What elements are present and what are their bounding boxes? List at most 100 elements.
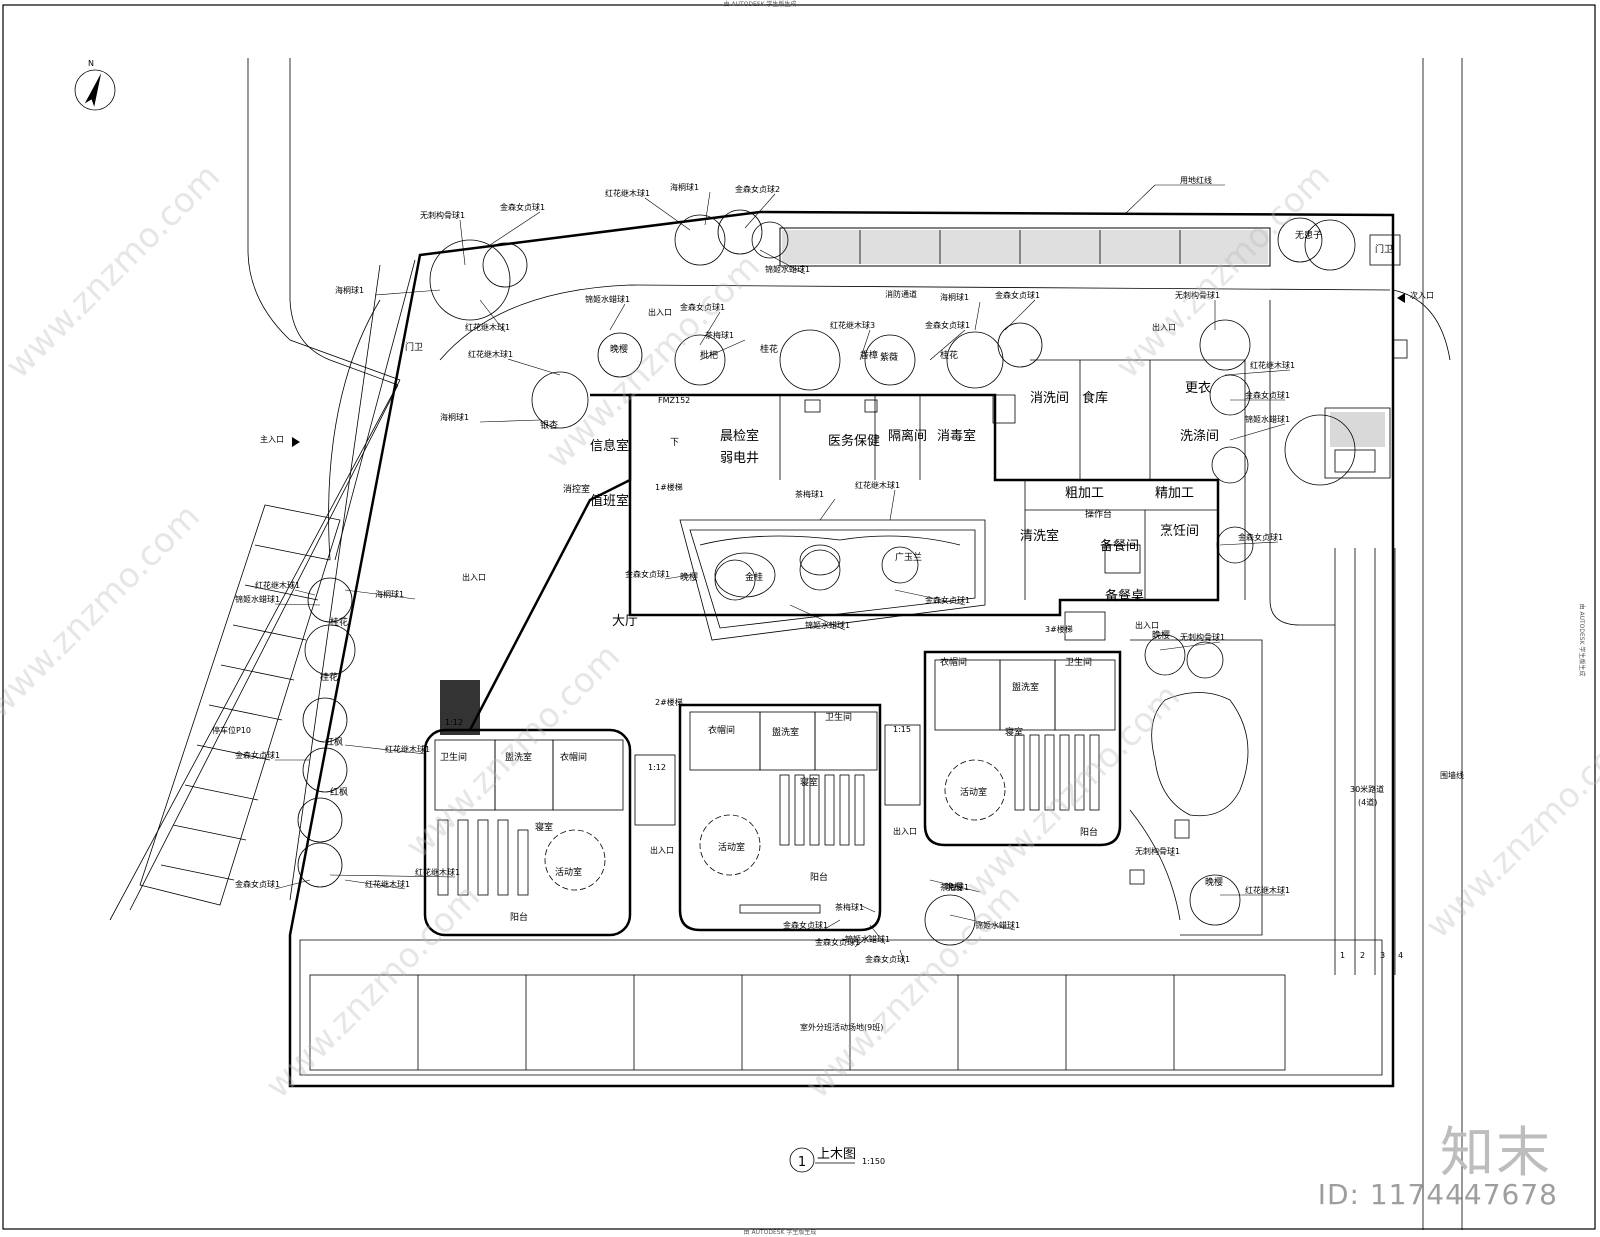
tree-name-label: 桂花 <box>940 349 958 361</box>
plant-callout: 金森女贞球1 <box>235 750 280 760</box>
room-qinshi-2: 寝室 <box>800 776 818 788</box>
plant-leader <box>1004 299 1036 331</box>
label-entry-west: 出入口 <box>462 572 486 582</box>
room-shiku: 食库 <box>1082 390 1108 406</box>
watermark-3: www.znzmo.com <box>1108 156 1338 386</box>
plant-leader <box>274 879 311 890</box>
room-menwei-2: 门卫 <box>1375 243 1393 255</box>
plant-callout: 红花继木球1 <box>415 867 460 877</box>
label-parking: 停车位P10 <box>212 725 251 735</box>
label-door-code: FMZ152 <box>658 396 690 405</box>
drawing-frame <box>2 4 1596 1230</box>
plant-callout: 红花继木球1 <box>468 349 513 359</box>
plant-callout: 金森女贞球1 <box>815 937 860 947</box>
label-secondary-entry: 次入口 <box>1410 290 1434 300</box>
room-menwei-1: 门卫 <box>405 341 423 353</box>
tree-name-label: 香樟 <box>860 349 878 361</box>
label-ramp2: 1:12 <box>648 763 666 772</box>
parking-stalls <box>139 504 341 906</box>
room-xinxi: 信息室 <box>590 438 629 454</box>
plant-leader <box>374 289 441 296</box>
plant-callout: 红花继木球1 <box>465 322 510 332</box>
room-xiaoxi: 消洗间 <box>1030 391 1069 406</box>
room-weisheng-3: 卫生间 <box>1065 656 1092 668</box>
plant-leader <box>929 879 981 893</box>
plant-callout: 红花继木球1 <box>1245 885 1290 895</box>
plant-leader <box>479 299 506 333</box>
room-shushi-1: 盥洗室 <box>505 751 532 763</box>
room-ruodian: 弱电井 <box>720 451 759 466</box>
title-block: 1 上木图 1:150 <box>789 1147 885 1173</box>
watermark-6: www.znzmo.com <box>958 676 1188 906</box>
plant-callout: 金森女贞球1 <box>925 320 970 330</box>
plant-callout: 茶梅球1 <box>940 882 969 892</box>
plant-leader <box>644 197 691 231</box>
left-road <box>109 58 401 921</box>
plant-callout: 金森女贞球1 <box>925 595 970 605</box>
room-yangtai-2: 阳台 <box>810 871 828 883</box>
tree-name-label: 桂花 <box>760 343 778 355</box>
plant-leader <box>822 919 841 931</box>
plant-callout: 红花继木球1 <box>855 480 900 490</box>
plant-leader <box>744 193 776 229</box>
plant-leader <box>489 211 541 246</box>
title-scale: 1:150 <box>862 1157 885 1166</box>
plant-callout: 茶梅球1 <box>705 330 734 340</box>
tree-name-label: 枇杷 <box>700 349 718 361</box>
tree-name-label: 红枫 <box>330 786 348 798</box>
plant-callout: 金森女贞球1 <box>783 920 828 930</box>
tree-canopies <box>297 209 1356 946</box>
plant-leader <box>859 904 876 913</box>
room-geli: 隔离间 <box>888 428 927 444</box>
outdoor-play-grid <box>309 974 1286 1071</box>
room-shushi-3: 盥洗室 <box>1012 681 1039 693</box>
plant-callout: 金森女贞球1 <box>1238 532 1283 542</box>
room-yangtai-3: 阳台 <box>1080 826 1098 838</box>
room-qinshi-1: 寝室 <box>535 821 553 833</box>
label-ramp3: 1:15 <box>893 725 911 734</box>
plant-callout: 海桐球1 <box>670 182 699 192</box>
right-road <box>1334 58 1463 1230</box>
lane-number-3: 3 <box>1380 951 1385 960</box>
tree-name-label: 红枫 <box>325 736 343 748</box>
watermark-1: www.znzmo.com <box>0 156 228 386</box>
plant-leader <box>344 879 406 890</box>
tree-name-label: 桂花 <box>330 616 348 628</box>
room-qingxi: 清洗室 <box>1020 528 1059 544</box>
room-qinshi-3: 寝室 <box>1005 726 1023 738</box>
plant-leader <box>894 589 966 606</box>
stairs-ramps <box>440 611 1106 826</box>
plant-leader <box>854 934 871 948</box>
plant-callout: 金森女贞球1 <box>1245 390 1290 400</box>
plant-callout: 红花继木球1 <box>385 744 430 754</box>
label-main-entry: 主入口 <box>260 434 284 444</box>
room-weisheng-2: 卫生间 <box>825 711 852 723</box>
plant-callout: 无刺构骨球1 <box>1180 632 1225 642</box>
room-caozuotai: 操作台 <box>1085 508 1112 520</box>
room-beicanzhuo: 备餐桌 <box>1105 588 1144 604</box>
label-entry-north: 出入口 <box>648 307 672 317</box>
room-dating: 大厅 <box>612 614 638 629</box>
plant-leader <box>699 311 721 346</box>
tree-name-label: 晚樱 <box>1205 876 1223 888</box>
plant-leader <box>329 874 456 878</box>
tree-name-label: 晚樱 <box>945 881 963 893</box>
east-parking-planter <box>1324 407 1391 479</box>
plant-callout: 金森女贞球2 <box>735 184 780 194</box>
room-xidi: 洗涤间 <box>1180 429 1219 444</box>
room-weisheng-1: 卫生间 <box>440 751 467 763</box>
plant-leader <box>1229 423 1286 441</box>
watermark-9: www.znzmo.com <box>798 876 1028 1106</box>
plant-leader <box>929 329 966 361</box>
plant-callout: 金森女贞球1 <box>235 879 280 889</box>
classroom-unit-3 <box>923 650 1122 847</box>
watermark-5: www.znzmo.com <box>398 636 628 866</box>
image-id-label: ID: 1174447678 <box>1317 1178 1558 1211</box>
plant-callout: 红花继木球1 <box>605 188 650 198</box>
room-gengyi: 更衣 <box>1185 380 1211 396</box>
plant-callout: 锦姬水蜡球1 <box>845 934 890 944</box>
plant-callout: 红花继木球1 <box>365 879 410 889</box>
plant-callout: 红花继木球1 <box>1250 360 1295 370</box>
lane-number-4: 4 <box>1398 951 1403 960</box>
